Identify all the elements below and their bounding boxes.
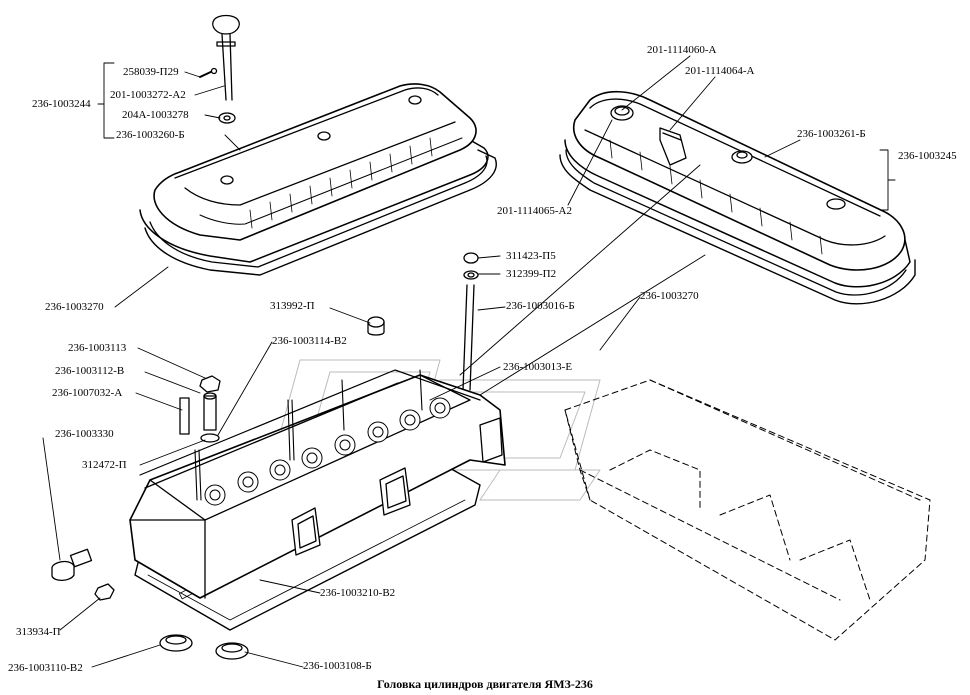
label-236-1003245: 236-1003245: [898, 150, 957, 162]
label-311423-p5: 311423-П5: [506, 250, 556, 262]
label-236-1003112-v: 236-1003112-В: [55, 365, 125, 377]
label-258039-p29: 258039-П29: [123, 66, 179, 78]
label-236-1003244: 236-1003244: [32, 98, 91, 110]
engine-outline-dashed: [564, 379, 931, 641]
label-236-1003260-b: 236-1003260-Б: [116, 129, 185, 141]
label-236-1003114-v2: 236-1003114-В2: [272, 335, 347, 347]
label-236-1003330: 236-1003330: [55, 428, 114, 440]
label-236-1003016-b: 236-1003016-Б: [506, 300, 575, 312]
left-filler-cap: [199, 14, 240, 124]
center-stud: [367, 252, 479, 391]
label-201-1114065-a2: 201-1114065-А2: [497, 205, 572, 217]
label-236-1003113: 236-1003113: [68, 342, 127, 354]
leader-lines: [42, 55, 896, 668]
label-313992-p: 313992-П: [270, 300, 315, 312]
label-236-1003270-left: 236-1003270: [45, 301, 104, 313]
label-236-1007032-a: 236-1007032-А: [52, 387, 123, 399]
label-312399-p2: 312399-П2: [506, 268, 557, 280]
label-204a-1003278: 204А-1003278: [122, 109, 189, 121]
label-312472-p: 312472-П: [82, 459, 127, 471]
label-236-1003210-v2: 236-1003210-В2: [320, 587, 396, 599]
label-201-1003272-a2: 201-1003272-А2: [110, 89, 186, 101]
label-313934-p: 313934-П: [16, 626, 61, 638]
label-201-1114064-a: 201-1114064-А: [685, 65, 755, 77]
label-236-1003261-b: 236-1003261-Б: [797, 128, 866, 140]
diagram-caption: Головка цилиндров двигателя ЯМЗ-236: [377, 677, 593, 691]
label-236-1003013-e: 236-1003013-Е: [503, 361, 573, 373]
intake-ports: [291, 417, 503, 556]
label-236-1003270-right: 236-1003270: [640, 290, 699, 302]
cylinder-head: [51, 369, 506, 660]
label-236-1003110-v2: 236-1003110-В2: [8, 662, 83, 674]
left-valve-cover: [139, 83, 497, 276]
label-201-1114060-a: 201-1114060-А: [647, 44, 717, 56]
label-236-1003108-b: 236-1003108-Б: [303, 660, 372, 672]
right-valve-cover: [559, 90, 916, 305]
